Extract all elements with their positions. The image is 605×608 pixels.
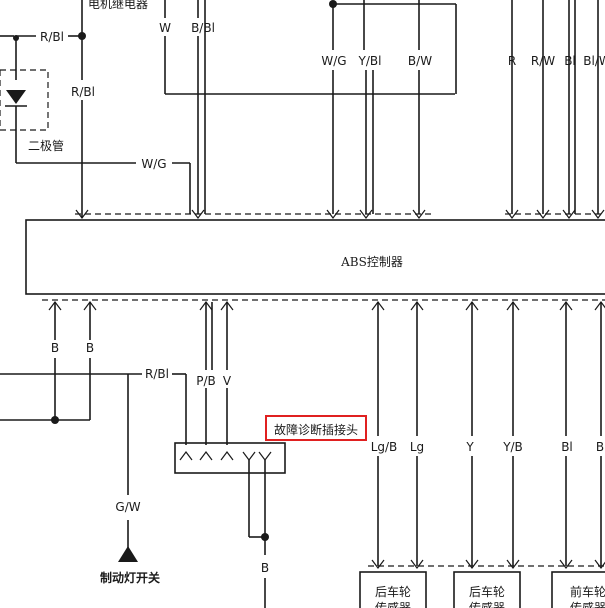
wire-label-wg-top: W/G (321, 54, 346, 68)
wire-label-bl-bottom: Bl (561, 440, 573, 454)
diag-connector-label: 故障诊断插接头 (274, 422, 358, 437)
brake-switch-icon (118, 546, 138, 562)
wire-label-pb: P/B (196, 374, 216, 388)
abs-controller-label: ABS控制器 (340, 255, 403, 269)
wire-label-rbl-left: R/Bl (71, 85, 95, 99)
connector-pins-bottom (48, 301, 605, 311)
wire-label-w: W (159, 21, 171, 35)
diag-connector-body (174, 442, 286, 474)
wire-label-blw: Bl/W (583, 54, 605, 68)
junction-dot (51, 416, 59, 424)
wire-label-v: V (223, 374, 232, 388)
rear-sensor-2-label-line2: 传感器 (469, 600, 505, 608)
abs-controller-box (25, 219, 605, 295)
rear-sensor-2-box (453, 571, 521, 608)
wire-label-bw-top: B/W (408, 54, 432, 68)
sensor-connector-pins (371, 559, 605, 569)
wire-label-b-left1: B (51, 341, 59, 355)
wire-label-rbl-mid: R/Bl (145, 367, 169, 381)
diode-housing (0, 69, 49, 131)
wire-label-bbl: B/Bl (191, 21, 215, 35)
front-sensor-box (551, 571, 605, 608)
wire-label-ybl-top: Y/Bl (358, 54, 382, 68)
wire-label-b-bottom: B (261, 561, 269, 575)
rear-sensor-1-box (359, 571, 427, 608)
wire-label-y: Y (465, 440, 474, 454)
wire-label-gw: G/W (115, 500, 140, 514)
wire-label-r: R (508, 54, 516, 68)
junction-dot (261, 533, 269, 541)
rear-sensor-1-label-line2: 传感器 (375, 600, 411, 608)
wire-label-wg-mid: W/G (141, 157, 166, 171)
connector-pins-top (75, 209, 605, 219)
wire-label-rbl-top: R/Bl (40, 30, 64, 44)
rear-sensor-2-label-line1: 后车轮 (469, 584, 505, 599)
wire-label-bl-top: Bl (564, 54, 576, 68)
diode-icon (5, 90, 27, 107)
wire-label-yb: Y/B (502, 440, 523, 454)
brake-switch-label: 制动灯开关 (100, 570, 160, 585)
wire-label-b-right: B (596, 440, 604, 454)
front-sensor-label-line2: 传感器 (570, 600, 605, 608)
diag-connector-pins (179, 451, 272, 461)
wire-label-rw: R/W (531, 54, 555, 68)
wire-label-lg: Lg (410, 440, 424, 454)
front-sensor-label-line1: 前车轮 (570, 584, 605, 599)
wire-label-lgb: Lg/B (371, 440, 398, 454)
motor-relay-label: 电机继电器 (88, 0, 148, 11)
diag-connector-highlight (265, 415, 367, 441)
wire-label-b-left2: B (86, 341, 94, 355)
diode-label: 二极管 (28, 138, 64, 153)
rear-sensor-1-label-line1: 后车轮 (375, 584, 411, 599)
